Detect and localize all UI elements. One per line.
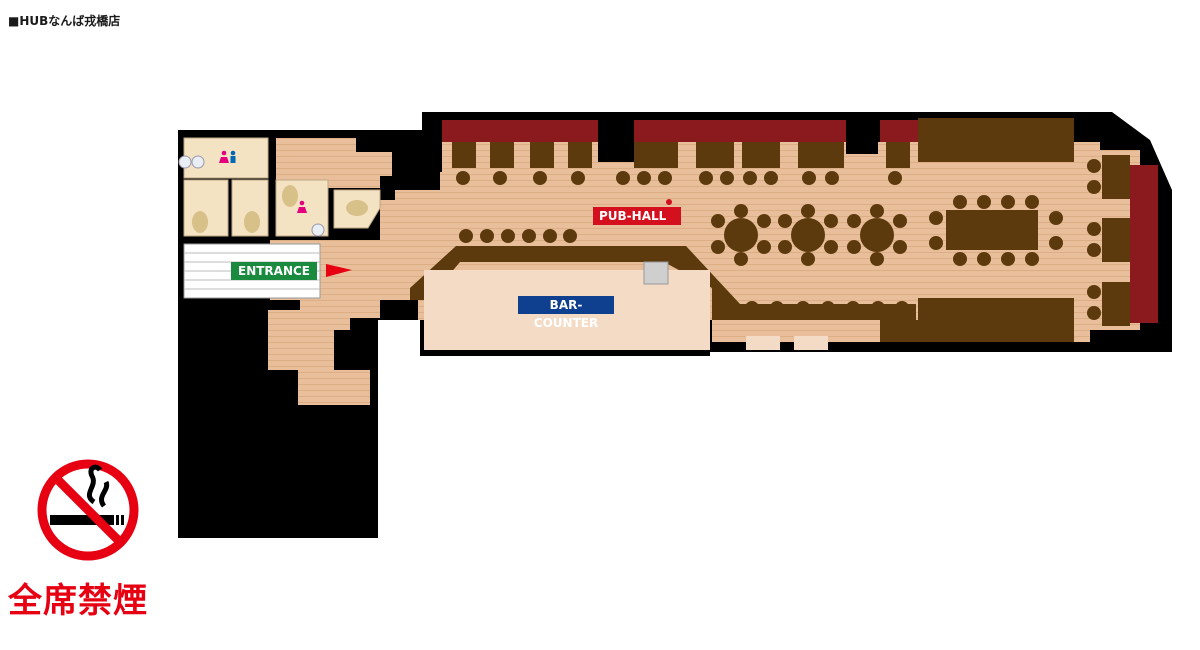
restroom-icon — [219, 150, 236, 163]
stools — [456, 159, 1101, 320]
bar-counter — [410, 246, 916, 350]
ladies-icon — [297, 200, 307, 213]
booths-right — [1102, 155, 1130, 326]
no-smoking-notice: 全席禁煙 — [8, 581, 148, 621]
bar-counter-label: BAR-COUNTER — [518, 296, 614, 330]
booths-bottom — [880, 298, 1074, 342]
entrance-arrow-icon — [326, 264, 352, 277]
page-title: ■HUBなんば戎橋店 — [8, 14, 121, 28]
entrance-label: ENTRANCE — [231, 262, 317, 280]
restroom-area — [178, 137, 381, 237]
round-tables — [724, 218, 894, 252]
group-table — [946, 210, 1038, 250]
pillars — [356, 116, 878, 172]
no-smoking-icon — [37, 459, 139, 561]
pub-hall-label: PUB-HALL — [593, 207, 681, 225]
booth-tables — [452, 118, 1074, 168]
sofa-benches — [442, 120, 1158, 323]
